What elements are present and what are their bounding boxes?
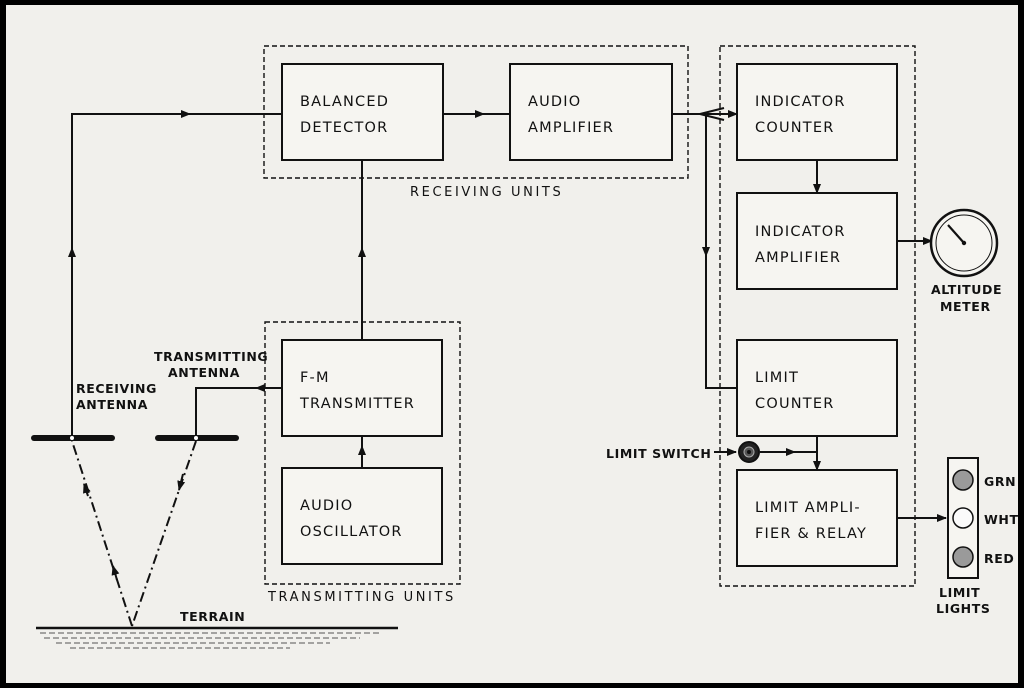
receiving-antenna-feed-dot (70, 436, 74, 440)
fm-transmitter-block: F-M TRANSMITTER (281, 339, 443, 437)
branch-tick-1 (699, 107, 725, 115)
up-wave-arrow-upper (83, 483, 91, 497)
altitude-meter-label-line1: ALTITUDE (931, 282, 1002, 297)
svg-text:F-M: F-M (300, 370, 330, 386)
limit-counter-block: LIMIT COUNTER (736, 339, 898, 437)
altitude-meter-icon (929, 208, 999, 278)
limit-amplifier-relay-block: LIMIT AMPLI- FIER & RELAY (736, 469, 898, 567)
terrain-hatching (40, 632, 380, 649)
svg-text:AMPLIFIER: AMPLIFIER (755, 250, 841, 266)
up-wave-arrow-lower (111, 565, 120, 581)
indicator-amplifier-block: INDICATOR AMPLIFIER (736, 192, 898, 290)
transmitted-wave-path (131, 440, 197, 627)
transmitting-antenna-feed-dot (194, 436, 198, 440)
transmitter-to-antenna-line (195, 387, 282, 438)
svg-text:INDICATOR: INDICATOR (755, 224, 846, 240)
branch-tick-2 (699, 113, 725, 121)
svg-text:AUDIO: AUDIO (300, 498, 353, 514)
svg-text:TRANSMITTER: TRANSMITTER (299, 396, 415, 412)
audio-oscillator-block: AUDIO OSCILLATOR (281, 467, 443, 565)
red-light-icon (952, 546, 974, 568)
transmitting-antenna-label-line2: ANTENNA (168, 365, 240, 380)
amplifier-to-limit-counter-line (705, 114, 737, 389)
green-light-icon (952, 469, 974, 491)
terrain-label: TERRAIN (180, 609, 245, 624)
indicator-counter-block: INDICATOR COUNTER (736, 63, 898, 161)
receiving-units-group (263, 45, 689, 179)
svg-text:OSCILLATOR: OSCILLATOR (300, 524, 403, 540)
altitude-meter-label-line2: METER (940, 299, 991, 314)
svg-text:AUDIO: AUDIO (528, 94, 581, 110)
svg-text:LIMIT AMPLI-: LIMIT AMPLI- (755, 500, 861, 516)
svg-text:COUNTER: COUNTER (755, 396, 835, 412)
svg-text:DETECTOR: DETECTOR (300, 120, 388, 136)
limit-lights-panel (947, 457, 979, 579)
audio-amplifier-block: AUDIO AMPLIFIER (509, 63, 673, 161)
transmitting-antenna-label-line1: TRANSMITTING (154, 349, 268, 364)
reflected-wave-path (71, 440, 133, 627)
down-wave-arrow (177, 473, 186, 491)
svg-text:AMPLIFIER: AMPLIFIER (528, 120, 614, 136)
svg-text:BALANCED: BALANCED (300, 94, 389, 110)
receiving-antenna-label-line1: RECEIVING (76, 381, 157, 396)
green-light-label: GRN (984, 474, 1016, 489)
limit-switch-label: LIMIT SWITCH (606, 446, 711, 461)
red-light-label: RED (984, 551, 1014, 566)
white-light-label: WHT (984, 512, 1019, 527)
svg-text:INDICATOR: INDICATOR (755, 94, 846, 110)
svg-text:LIMIT: LIMIT (755, 370, 799, 386)
receive-signal-line (71, 113, 282, 438)
balanced-detector-block: BALANCED DETECTOR (281, 63, 444, 161)
receiving-antenna-label-line2: ANTENNA (76, 397, 148, 412)
limit-lights-label-line2: LIGHTS (936, 601, 990, 616)
transmitting-units-label: TRANSMITTING UNITS (267, 590, 456, 605)
receiving-units-label: RECEIVING UNITS (410, 185, 563, 200)
indicator-units-group (719, 45, 916, 587)
svg-text:FIER & RELAY: FIER & RELAY (755, 526, 867, 542)
svg-text:COUNTER: COUNTER (755, 120, 835, 136)
white-light-icon (952, 507, 974, 529)
limit-lights-label-line1: LIMIT (939, 585, 980, 600)
limit-switch-icon (738, 441, 760, 463)
